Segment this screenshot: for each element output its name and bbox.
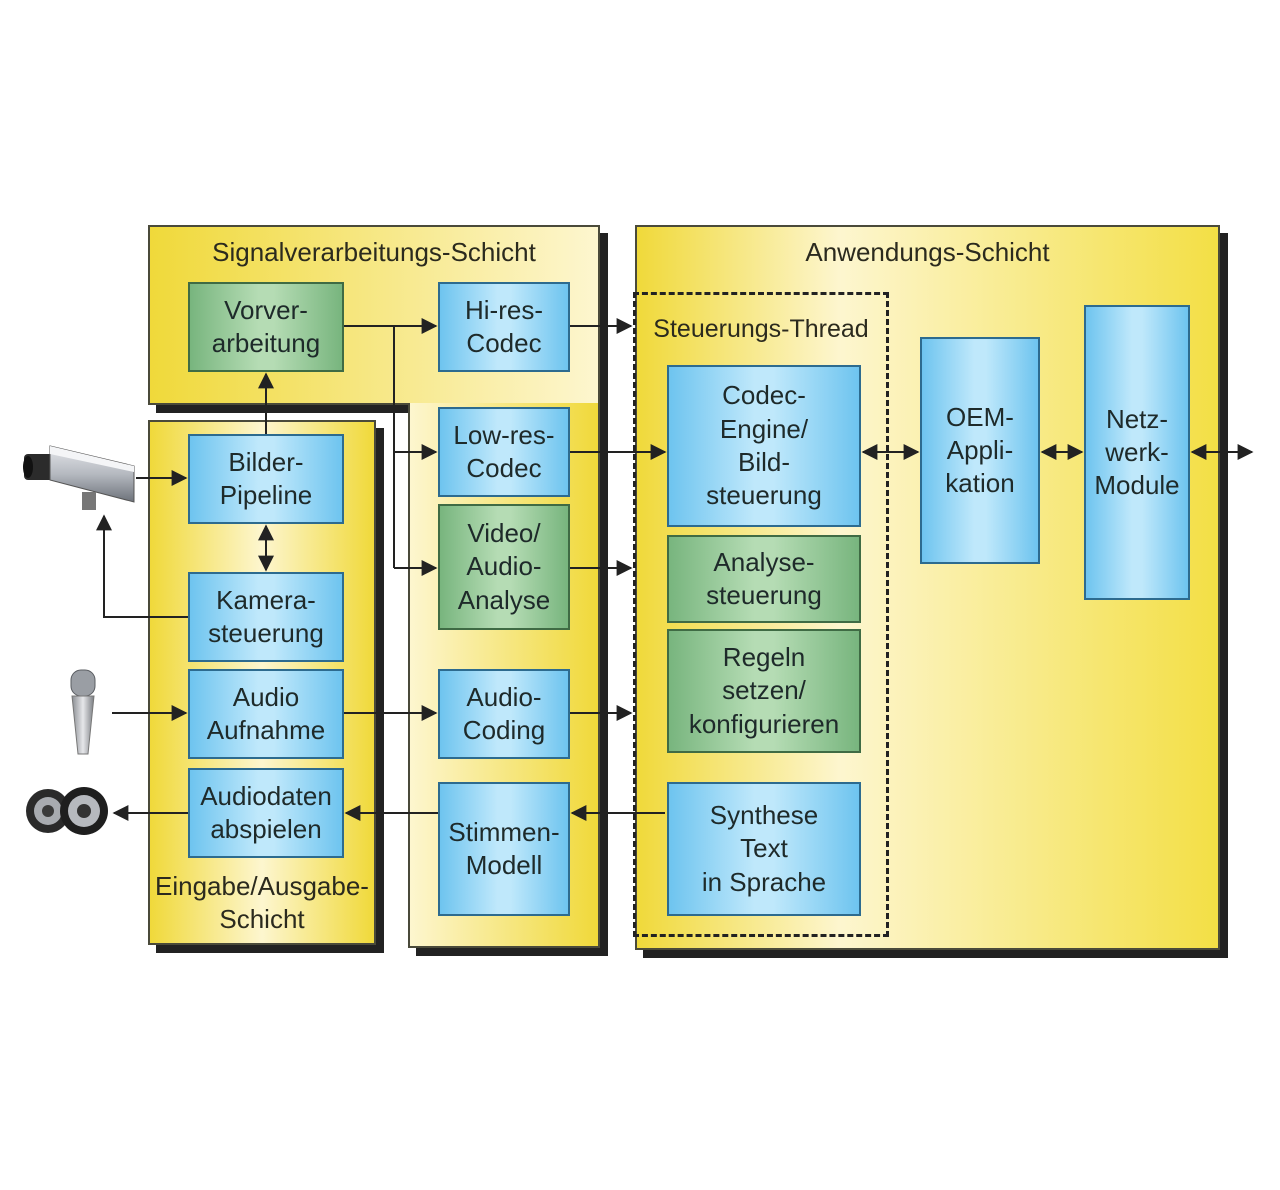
audiodaten-abspielen-box: Audiodaten abspielen <box>188 768 344 858</box>
stimmen-modell-box: Stimmen- Modell <box>438 782 570 916</box>
analysesteuerung-box: Analyse- steuerung <box>667 535 861 623</box>
arrow-kamera-camera <box>96 514 188 618</box>
bilder-pipeline-box: Bilder- Pipeline <box>188 434 344 524</box>
regeln-box: Regeln setzen/ konfigurieren <box>667 629 861 753</box>
camera-icon <box>23 445 135 510</box>
video-audio-analyse-box: Video/ Audio- Analyse <box>438 504 570 630</box>
low-res-codec-box: Low-res- Codec <box>438 407 570 497</box>
vorverarbeitung-box: Vorver- arbeitung <box>188 282 344 372</box>
speaker-icon <box>26 787 108 835</box>
audio-coding-box: Audio- Coding <box>438 669 570 759</box>
synthese-box: Synthese Text in Sprache <box>667 782 861 916</box>
audio-aufnahme-box: Audio Aufnahme <box>188 669 344 759</box>
hi-res-codec-box: Hi-res- Codec <box>438 282 570 372</box>
microphone-icon <box>70 669 96 755</box>
kamerasteuerung-box: Kamera- steuerung <box>188 572 344 662</box>
signal-layer-title: Signalverarbeitungs-Schicht <box>212 237 536 267</box>
control-thread-title: Steuerungs-Thread <box>653 315 869 343</box>
oem-applikation-box: OEM- Appli- kation <box>920 337 1040 564</box>
netzwerk-module-box: Netz- werk- Module <box>1084 305 1190 600</box>
io-layer-title: Eingabe/Ausgabe- Schicht <box>155 871 369 934</box>
control-thread-group: Steuerungs-Thread <box>633 292 889 937</box>
application-layer-title: Anwendungs-Schicht <box>805 237 1050 267</box>
codec-engine-box: Codec- Engine/ Bild- steuerung <box>667 365 861 527</box>
